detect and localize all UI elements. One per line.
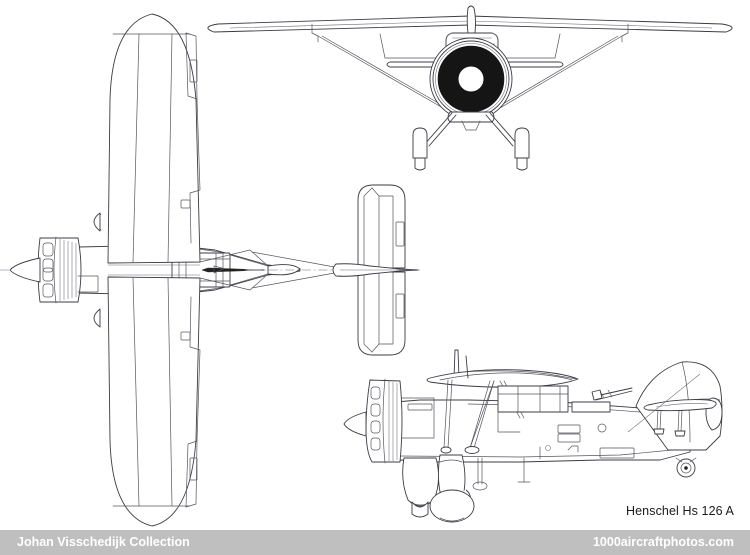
drawing-caption: Henschel Hs 126 A <box>625 504 734 518</box>
front-landing-gear <box>412 112 530 171</box>
side-fuselage-details <box>539 423 635 460</box>
side-tailplane <box>627 373 717 437</box>
side-wing <box>426 355 579 388</box>
plan-view <box>0 13 301 527</box>
tailplan-stabilizer-lower <box>357 271 406 356</box>
plan-engine-cowling <box>9 236 99 304</box>
plan-wing-lower <box>93 276 201 527</box>
front-view <box>207 5 733 171</box>
side-propeller <box>402 457 439 518</box>
front-wing-struts <box>317 33 623 109</box>
side-tailwheel <box>675 457 697 478</box>
footer-collection-credit: Johan Visschedijk Collection <box>17 535 190 549</box>
plan-tail-stub <box>267 264 301 276</box>
side-rear-gun <box>571 387 633 413</box>
tailplan-fin <box>332 263 419 277</box>
plan-wing-root-lower <box>199 273 269 291</box>
footer-bar: Johan Visschedijk Collection 1000aircraf… <box>0 530 750 555</box>
front-propeller <box>466 5 476 41</box>
tail-plan-view <box>251 184 460 379</box>
side-cockpit-glazing <box>497 385 569 433</box>
footer-website-credit[interactable]: 1000aircraftphotos.com <box>592 535 734 549</box>
front-engine <box>429 32 513 131</box>
tailplan-stabilizer-upper <box>357 184 406 269</box>
plan-wing-upper <box>93 13 201 264</box>
side-engine-cowling <box>343 378 435 464</box>
side-landing-gear <box>429 454 531 523</box>
plan-wing-root-upper <box>199 249 269 267</box>
tailplan-fuselage-lower <box>251 271 341 289</box>
side-view <box>343 355 723 523</box>
tailplan-fuselage-upper <box>251 251 341 269</box>
